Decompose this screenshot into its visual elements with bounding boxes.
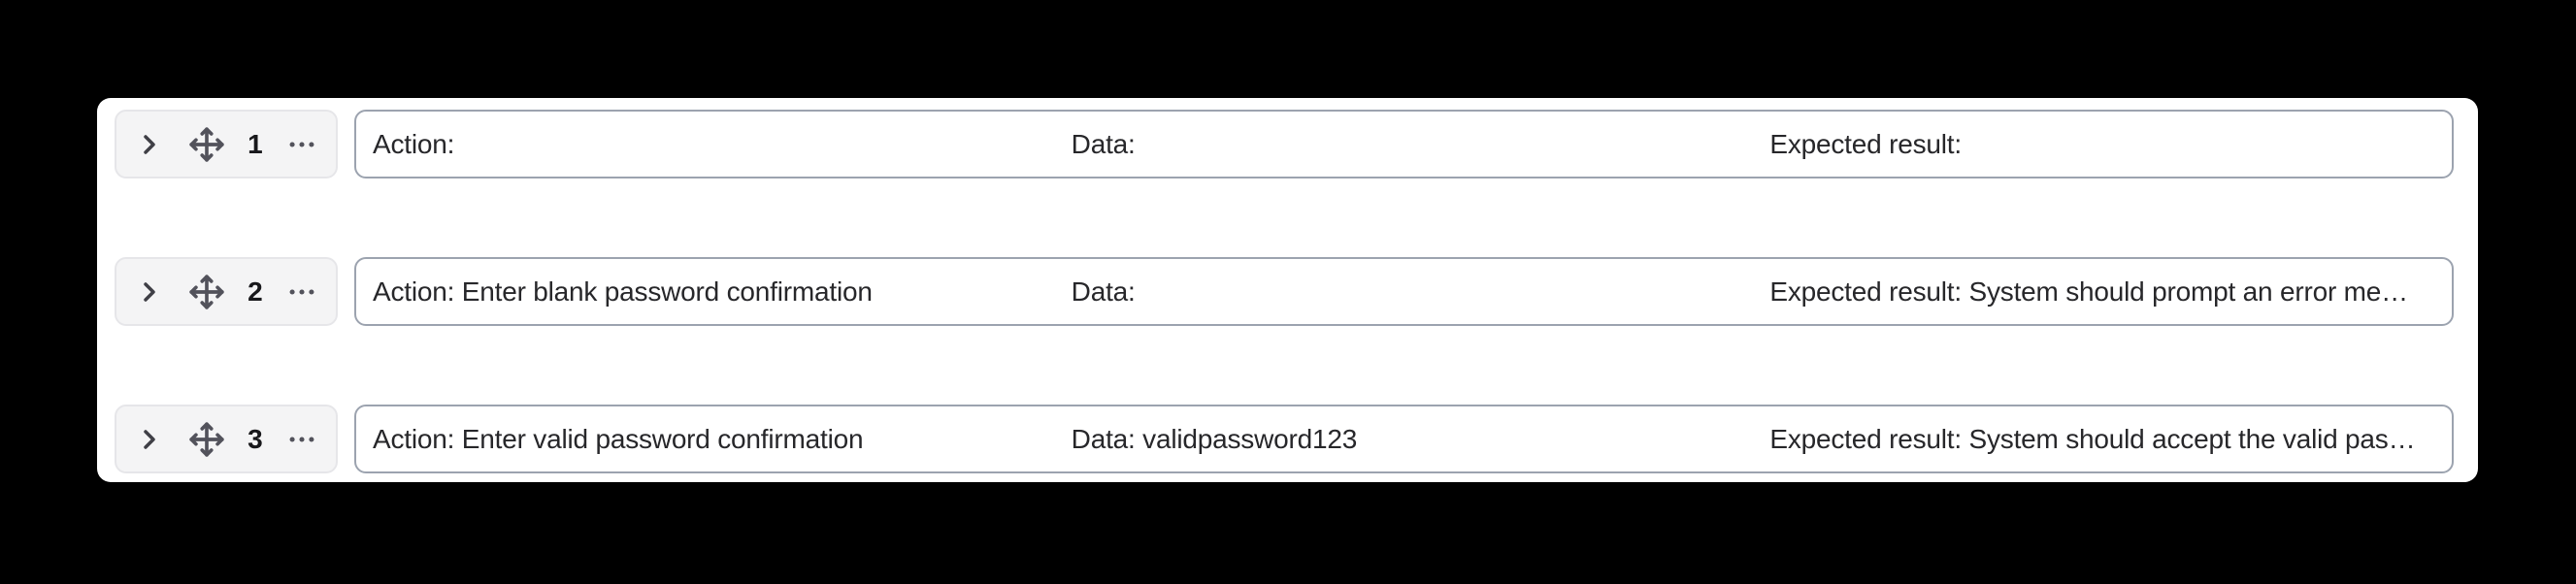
step-summary-box[interactable]: Action: Data: Expected result: xyxy=(354,110,2454,178)
step-number: 1 xyxy=(248,128,263,159)
move-icon[interactable] xyxy=(188,274,225,310)
steps-list: 1 Action: Data: Expected result: xyxy=(115,110,2454,473)
ellipsis-icon[interactable] xyxy=(285,276,318,308)
data-field[interactable]: Data: validpassword123 xyxy=(1071,423,1358,454)
step-row: 2 Action: Enter blank password confirmat… xyxy=(115,257,2454,326)
test-steps-card: 1 Action: Data: Expected result: xyxy=(97,98,2478,482)
chevron-right-icon[interactable] xyxy=(134,276,165,308)
step-controls: 2 xyxy=(115,257,338,326)
ellipsis-icon[interactable] xyxy=(285,128,318,161)
move-icon[interactable] xyxy=(188,421,225,458)
move-icon[interactable] xyxy=(188,126,225,163)
step-controls: 1 xyxy=(115,110,338,178)
action-field[interactable]: Action: Enter valid password confirmatio… xyxy=(373,423,864,454)
step-row: 3 Action: Enter valid password confirmat… xyxy=(115,405,2454,473)
step-summary-box[interactable]: Action: Enter valid password confirmatio… xyxy=(354,405,2454,473)
action-field[interactable]: Action: Enter blank password confirmatio… xyxy=(373,276,873,307)
expected-result-field[interactable]: Expected result: xyxy=(1769,128,1962,159)
action-field[interactable]: Action: xyxy=(373,128,455,159)
ellipsis-icon[interactable] xyxy=(285,423,318,456)
step-summary-box[interactable]: Action: Enter blank password confirmatio… xyxy=(354,257,2454,326)
chevron-right-icon[interactable] xyxy=(134,424,165,455)
data-field[interactable]: Data: xyxy=(1071,276,1136,307)
step-controls: 3 xyxy=(115,405,338,473)
expected-result-field[interactable]: Expected result: System should prompt an… xyxy=(1769,276,2408,307)
chevron-right-icon[interactable] xyxy=(134,129,165,160)
data-field[interactable]: Data: xyxy=(1071,128,1136,159)
step-row: 1 Action: Data: Expected result: xyxy=(115,110,2454,178)
step-number: 3 xyxy=(248,423,263,454)
step-number: 2 xyxy=(248,276,263,307)
expected-result-field[interactable]: Expected result: System should accept th… xyxy=(1769,423,2416,454)
